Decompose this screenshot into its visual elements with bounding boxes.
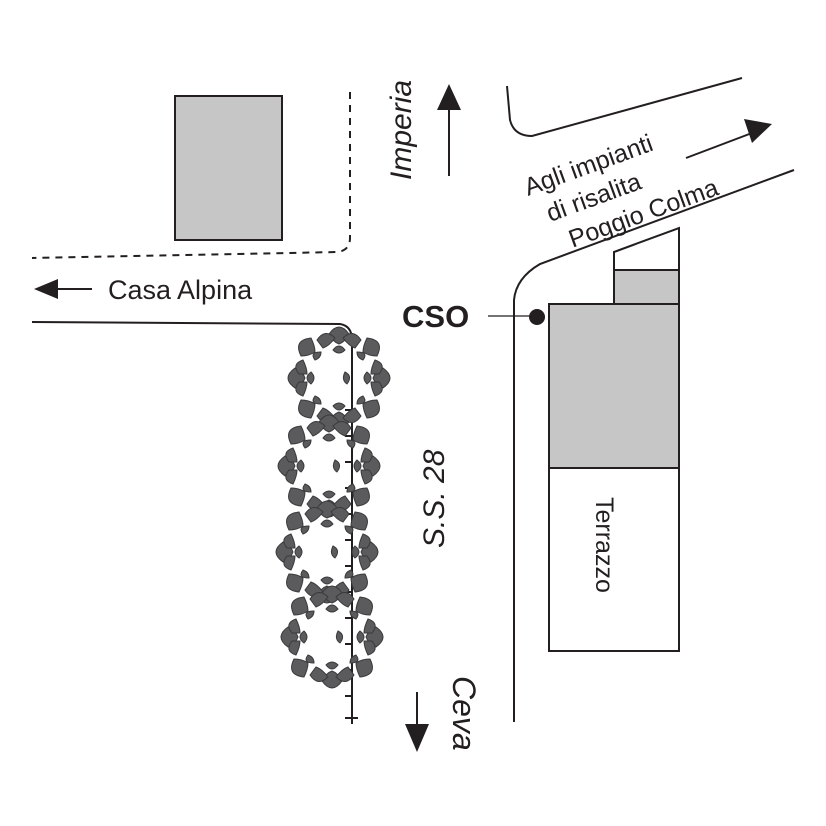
cso-location-dot [529,309,545,325]
arrow-up-imperia [437,84,461,176]
tree-1 [287,326,391,430]
label-casa-alpina: Casa Alpina [108,275,253,305]
dashed-road-edge [31,92,351,259]
arrow-down-ceva [405,692,429,752]
label-cso: CSO [402,299,469,334]
building-annex [613,269,680,305]
building-top-left [174,95,283,241]
building-cso [548,303,680,469]
road-edge-east [513,169,795,722]
terrazzo-area [548,467,680,652]
label-imperia: Imperia [385,80,418,180]
tree-4 [280,585,384,689]
label-terrazzo: Terrazzo [590,497,618,593]
label-ceva: Ceva [446,676,482,751]
label-ss28: S.S. 28 [418,449,451,548]
arrow-upright-impianti [685,119,772,159]
road-edge-north [506,77,743,138]
arrow-left-casa-alpina [34,279,92,299]
